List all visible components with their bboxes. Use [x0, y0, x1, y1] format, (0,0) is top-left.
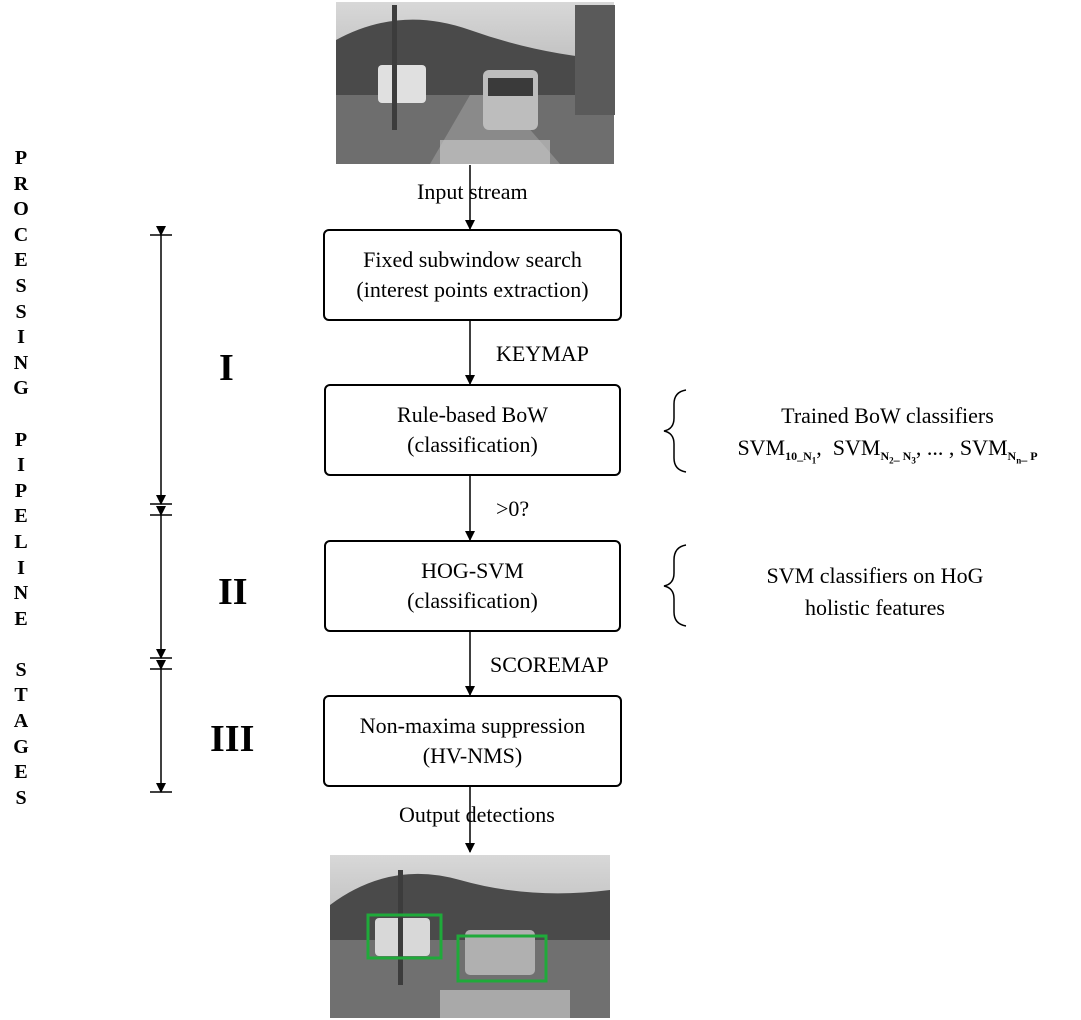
box-line: Fixed subwindow search	[363, 247, 582, 272]
vertical-label-letter: L	[14, 530, 28, 553]
detection-box-1	[366, 913, 443, 960]
scoremap-label: SCOREMAP	[490, 652, 609, 677]
vertical-label-letter: S	[15, 786, 27, 809]
box-line: (classification)	[407, 432, 538, 457]
input-stream-label: Input stream	[417, 179, 528, 204]
vertical-label-letter: I	[17, 556, 25, 579]
stage-1-marker	[150, 226, 172, 505]
vertical-label-letter: N	[13, 582, 29, 605]
stage-2-numeral: II	[218, 571, 248, 613]
vertical-label-letter: R	[13, 172, 29, 195]
box-line: (classification)	[407, 588, 538, 613]
vertical-label-letter: I	[17, 454, 25, 477]
stage-2-marker	[150, 506, 172, 659]
vertical-label-letter: G	[13, 735, 29, 758]
output-frame-image	[330, 855, 610, 1018]
bow-brace	[663, 389, 687, 473]
box-line: (interest points extraction)	[356, 277, 589, 302]
hog-classifiers-note: SVM classifiers on HoG holistic features	[700, 560, 1050, 624]
box-line: (HV-NMS)	[422, 743, 523, 768]
vertical-label-letter: P	[14, 428, 28, 451]
hog-note-line: SVM classifiers on HoG	[766, 563, 984, 588]
vertical-label-letter: A	[13, 710, 29, 733]
box-line: Non-maxima suppression	[359, 713, 586, 738]
box-line: Rule-based BoW	[397, 402, 548, 427]
box-line: HOG-SVM	[421, 558, 524, 583]
hog-note-line: holistic features	[805, 595, 945, 620]
vertical-label-letter: I	[17, 326, 25, 349]
hog-brace	[663, 544, 687, 627]
vertical-label-letter: G	[13, 377, 29, 400]
vertical-label-letter: P	[14, 479, 28, 502]
hog-svm-box: HOG-SVM (classification)	[324, 540, 621, 632]
vertical-label-letter: S	[15, 300, 27, 323]
fixed-subwindow-search-box: Fixed subwindow search (interest points …	[323, 229, 622, 321]
bow-classifiers-note: Trained BoW classifiers SVM10_N1, SVMN2_…	[700, 400, 1075, 477]
vertical-label-letter: E	[14, 505, 28, 528]
stage-1-numeral: I	[219, 347, 234, 389]
check-positive-label: >0?	[496, 496, 530, 521]
stage-3-marker	[150, 660, 172, 793]
stage-3-numeral: III	[210, 718, 255, 760]
vertical-label-letter: S	[15, 274, 27, 297]
vertical-label-letter: P	[14, 147, 28, 169]
bow-note-title: Trained BoW classifiers	[781, 403, 994, 428]
keymap-label: KEYMAP	[496, 341, 589, 366]
vertical-label-letter: E	[14, 761, 28, 784]
vertical-label-letter: S	[15, 658, 27, 681]
vertical-label-letter: E	[14, 249, 28, 272]
vertical-label-letter: T	[14, 684, 28, 707]
bow-svm-formula: SVM10_N1, SVMN2_ N3, ... , SVMNn_ P	[737, 435, 1038, 466]
vertical-label-letter: C	[13, 223, 29, 246]
detection-box-2	[456, 934, 548, 983]
vertical-label-letter: N	[13, 351, 29, 374]
vertical-label-letter: O	[13, 198, 29, 221]
input-frame-image	[336, 2, 615, 164]
rule-based-bow-box: Rule-based BoW (classification)	[324, 384, 621, 476]
output-detections-label: Output detections	[399, 802, 555, 827]
nms-box: Non-maxima suppression (HV-NMS)	[323, 695, 622, 787]
vertical-label-letter: E	[14, 607, 28, 630]
